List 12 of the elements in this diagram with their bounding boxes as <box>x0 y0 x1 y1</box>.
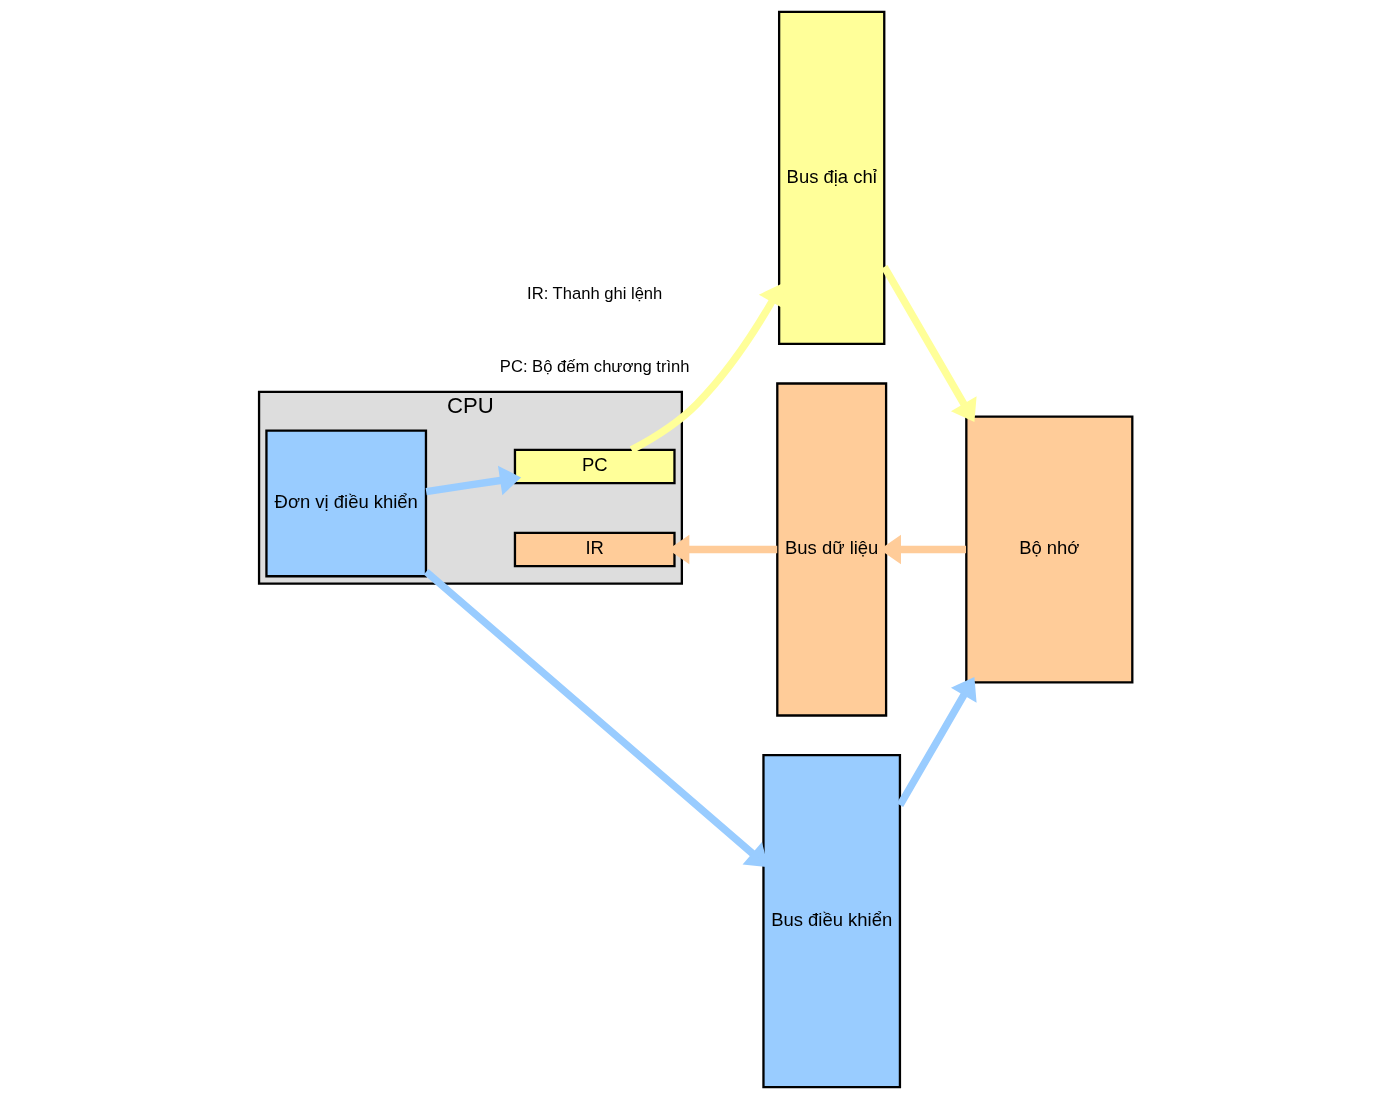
node-box: Bộ nhớ <box>965 415 1134 684</box>
label: PC: Bộ đếm chương trình <box>499 356 690 376</box>
node-box: Đơn vị điều khiển <box>265 429 428 578</box>
arrow <box>425 465 522 496</box>
label: IR: Thanh ghi lệnh <box>527 284 663 304</box>
node-box: Bus điều khiển <box>762 753 902 1089</box>
node-box: PC <box>513 448 676 485</box>
arrow <box>896 676 977 807</box>
node-box: Bus địa chỉ <box>778 10 886 346</box>
node-box: Bus dữ liệu <box>776 382 888 717</box>
node-box: IR <box>513 531 676 568</box>
arrow <box>881 265 977 423</box>
